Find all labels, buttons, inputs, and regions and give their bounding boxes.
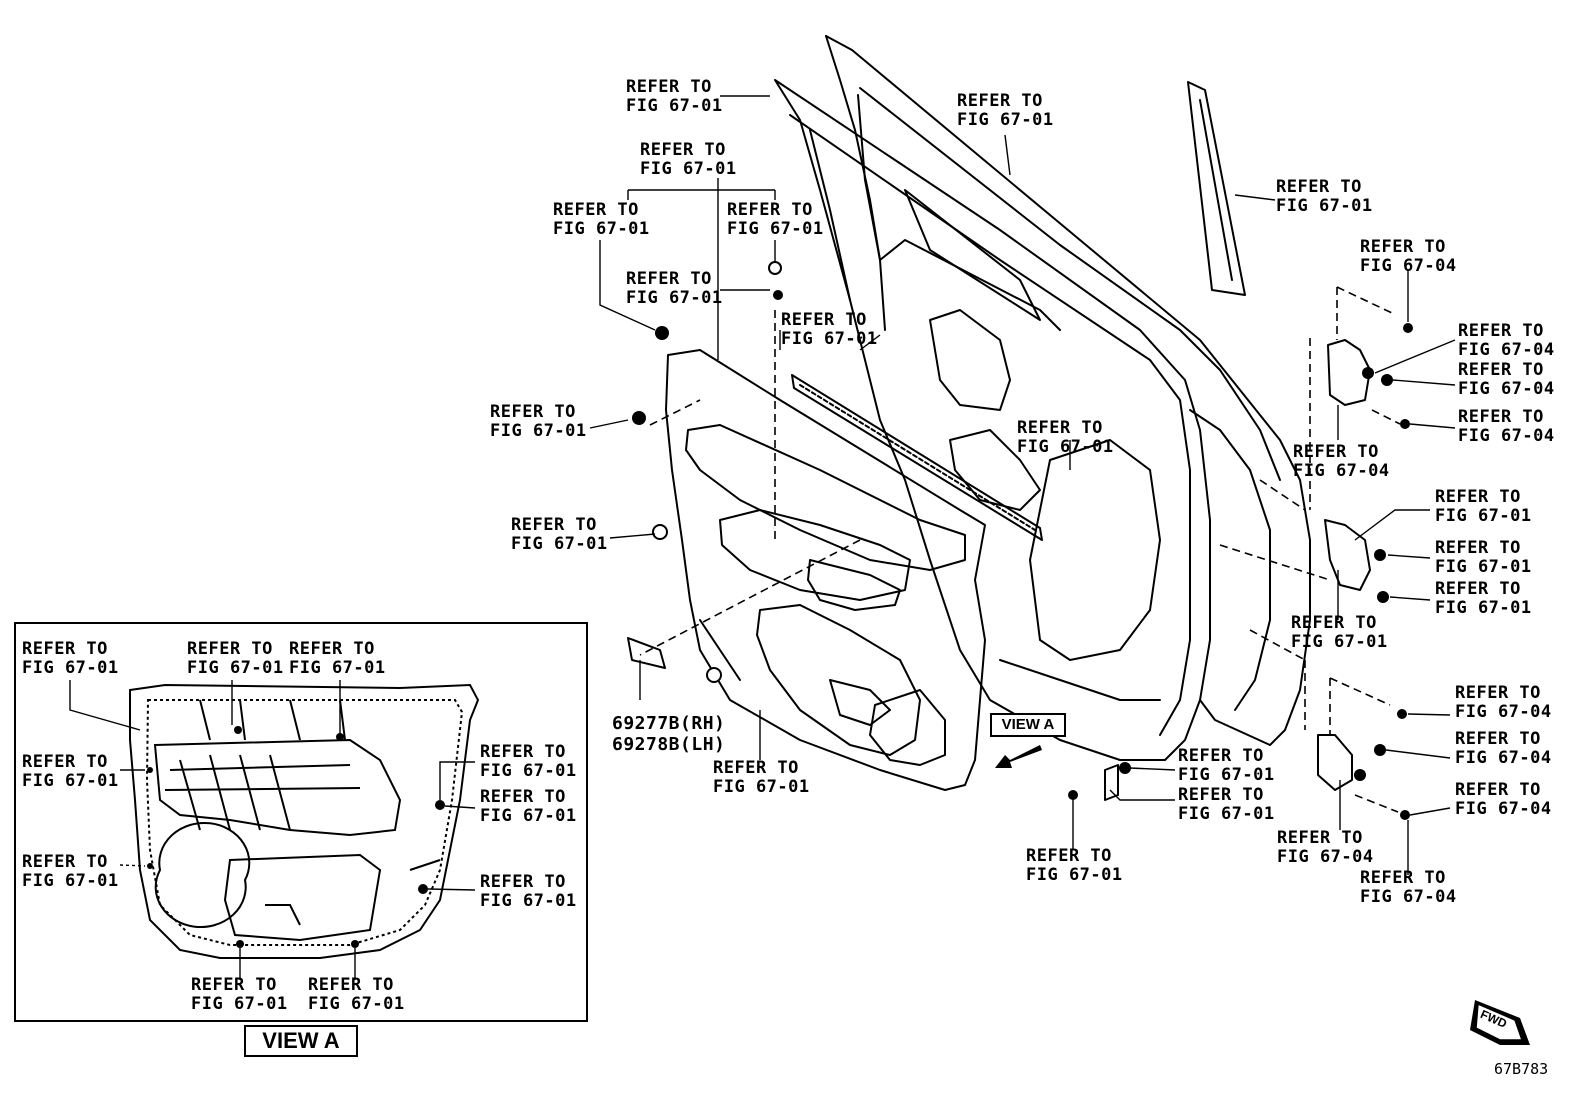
view-a-tag-main: VIEW A <box>990 713 1066 737</box>
view-a-tag-inset: VIEW A <box>244 1025 358 1057</box>
door-frame-outline <box>825 35 1311 746</box>
upper-hinge <box>1327 339 1371 406</box>
plate-69277b <box>627 637 666 669</box>
view-a-inset-drawing <box>129 683 480 959</box>
lower-hinge <box>1317 734 1353 791</box>
door-trim-panel <box>665 349 986 791</box>
diagram-code: 67B783 <box>1494 1060 1549 1078</box>
belt-weatherstrip <box>791 374 1043 541</box>
fwd-arrow-icon <box>1470 1000 1530 1045</box>
door-inner-panel <box>774 79 1211 761</box>
view-a-arrow <box>995 745 1042 768</box>
part-number-label: 69277B(RH)69278B(LH) <box>612 713 726 755</box>
division-bar-molding <box>1187 81 1246 296</box>
view-a-inset-frame <box>14 622 588 1022</box>
